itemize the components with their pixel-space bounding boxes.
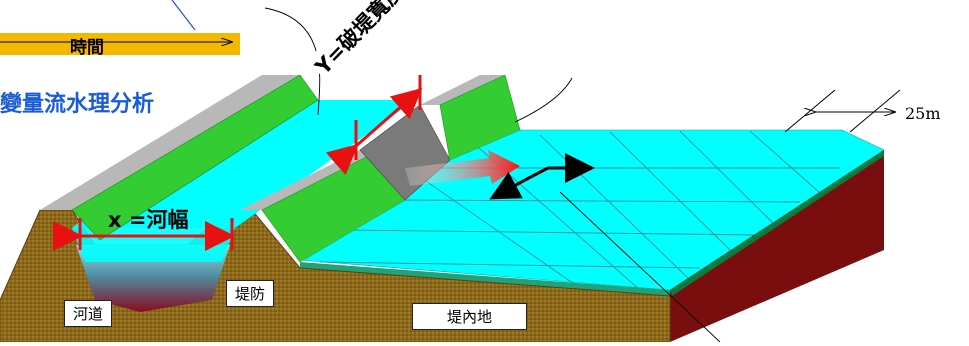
analysis-title: 變量流水理分析 bbox=[0, 92, 155, 117]
chart-slope-line bbox=[171, 0, 196, 31]
grid-spacing-label: 25m bbox=[905, 104, 941, 123]
breach-width-arrow bbox=[325, 88, 423, 176]
levee-label: 堤防 bbox=[226, 280, 275, 307]
slab-edge bbox=[300, 262, 670, 296]
leader-line-right bbox=[514, 77, 573, 123]
levee-green-back bbox=[300, 130, 520, 262]
left-levee-top bbox=[40, 75, 300, 210]
time-bar bbox=[0, 33, 240, 55]
protected-land-label: 堤內地 bbox=[412, 303, 528, 330]
right-levee-far-top bbox=[420, 75, 505, 105]
grid-scale-marker bbox=[784, 89, 901, 133]
leader-line-grid bbox=[559, 191, 721, 343]
river-width-label: x =河幅 bbox=[108, 208, 189, 232]
river-channel-label: 河道 bbox=[64, 300, 113, 327]
flow-direction-arrows bbox=[489, 153, 595, 200]
time-bar-label: 時間 bbox=[70, 38, 104, 58]
slab-top-edge bbox=[670, 150, 884, 296]
slab-side bbox=[670, 150, 884, 342]
